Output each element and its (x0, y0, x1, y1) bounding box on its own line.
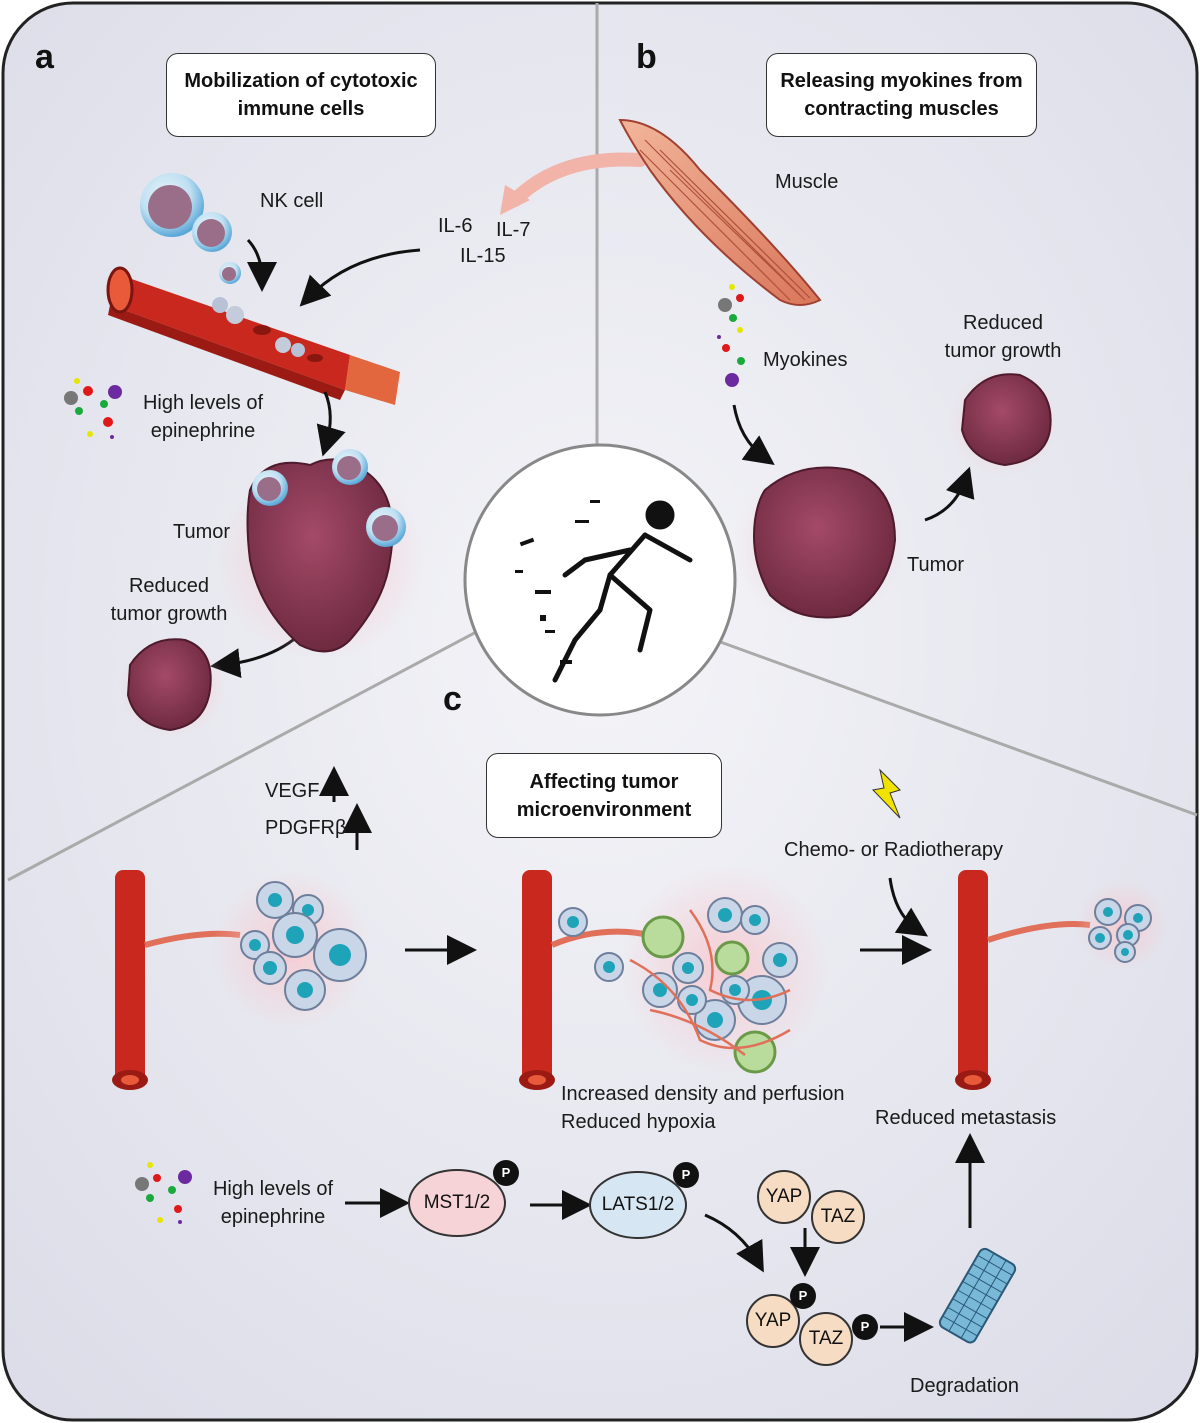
tumor-b (735, 465, 905, 625)
divider-ac (7, 628, 481, 882)
epinephrine-a-line1: High levels of (142, 392, 264, 414)
epinephrine-c-line1: High levels of (212, 1178, 334, 1200)
panel-a-title-line2: immune cells (237, 98, 365, 120)
muscle-icon (618, 118, 822, 306)
reduced-a-line2: tumor growth (110, 603, 228, 625)
lats-p-label: P (681, 1167, 691, 1182)
proteasome-icon (938, 1247, 1017, 1344)
density-line1: Increased density and perfusion (561, 1083, 845, 1105)
small-tumor-a (117, 638, 227, 738)
yap-label: YAP (765, 1186, 803, 1207)
mst-label: MST1/2 (423, 1192, 491, 1213)
perfusion-vessels (629, 909, 791, 1056)
muscle-label: Muscle (775, 171, 839, 193)
panel-b-title-line2: contracting muscles (804, 98, 999, 120)
panel-b-label: b (636, 38, 657, 76)
yap-p-label: YAP (754, 1310, 792, 1331)
lightning-icon (871, 768, 901, 819)
yap-p-mark: P (798, 1288, 808, 1303)
chemo-label: Chemo- or Radiotherapy (784, 839, 1003, 861)
panel-a-title: Mobilization of cytotoxic immune cells (166, 53, 436, 137)
divider-bc (714, 638, 1198, 817)
myokine-dots (717, 284, 745, 387)
yap-node (757, 1170, 811, 1224)
panel-b-title: Releasing myokines from contracting musc… (766, 53, 1037, 137)
epinephrine-label-a: High levels of epinephrine (126, 389, 280, 445)
panel-c-label: c (443, 680, 462, 718)
myokines-label: Myokines (763, 349, 848, 371)
lats-label: LATS1/2 (601, 1194, 675, 1215)
tumor-a (215, 449, 425, 660)
taz-p-node (799, 1312, 853, 1366)
density-label: Increased density and perfusion Reduced … (561, 1080, 845, 1136)
tumor-label-b: Tumor (907, 554, 965, 576)
density-line2: Reduced hypoxia (561, 1111, 716, 1133)
taz-p-mark: P (860, 1319, 870, 1334)
lats-node (589, 1171, 687, 1239)
epinephrine-dots-c (135, 1162, 192, 1224)
yap-phospho (790, 1283, 816, 1309)
panel-a-title-line1: Mobilization of cytotoxic (184, 70, 418, 92)
arrow-chemo (888, 877, 929, 937)
degradation-label: Degradation (910, 1375, 1019, 1397)
yap-p-node (746, 1294, 800, 1348)
nk-cells (140, 173, 241, 284)
epinephrine-c-line2: epinephrine (220, 1206, 326, 1228)
tumor-label-a: Tumor (173, 521, 231, 543)
vegf-label: VEGF (265, 780, 320, 802)
mst-p-label: P (501, 1165, 511, 1180)
mst-node (408, 1169, 506, 1237)
reduced-b-line2: tumor growth (944, 340, 1062, 362)
panel-c-title: Affecting tumor microenvironment (486, 753, 722, 838)
lats-phospho (673, 1162, 699, 1188)
epinephrine-a-line2: epinephrine (150, 420, 256, 442)
tumor-nuclei-c3 (1095, 907, 1143, 956)
panel-c-title-line2: microenvironment (516, 798, 692, 821)
arrow-to-tumor-a (316, 391, 346, 457)
reduced-b-line1: Reduced (962, 312, 1044, 334)
nk-cell-label: NK cell (260, 190, 324, 212)
taz-label: TAZ (820, 1206, 856, 1227)
runner-icon (463, 443, 737, 717)
tumor-nuclei-c1 (249, 893, 351, 998)
arrow-nk (246, 238, 277, 292)
panel-a-label: a (35, 38, 54, 76)
reduced-metastasis-label: Reduced metastasis (875, 1107, 1057, 1129)
taz-node (811, 1190, 865, 1244)
il6-label: IL-6 (438, 215, 473, 237)
panel-b-title-line1: Releasing myokines from (780, 70, 1023, 92)
reduced-growth-label-b: Reduced tumor growth (932, 309, 1074, 365)
mst-phospho (493, 1160, 519, 1186)
arrow-lats-yap (704, 1213, 764, 1273)
reduced-a-line1: Reduced (128, 575, 210, 597)
small-tumor-b (948, 367, 1058, 477)
epinephrine-dots-a (64, 378, 122, 439)
il15-label: IL-15 (460, 245, 506, 267)
arrow-reduced-b (924, 466, 975, 522)
il7-label: IL-7 (496, 219, 531, 241)
arrow-il (299, 248, 421, 307)
pdgfr-label: PDGFRβ (265, 817, 347, 839)
pink-arrow (508, 152, 647, 207)
reduced-growth-label-a: Reduced tumor growth (98, 572, 240, 628)
arrow-myokines (732, 404, 775, 466)
panel-c-title-line1: Affecting tumor (529, 770, 679, 793)
blood-vessel-a (106, 266, 400, 405)
tumor-nuclei-c2 (567, 908, 787, 1028)
taz-phospho (852, 1314, 878, 1340)
taz-p-label: TAZ (808, 1328, 844, 1349)
epinephrine-label-c: High levels of epinephrine (197, 1175, 349, 1231)
